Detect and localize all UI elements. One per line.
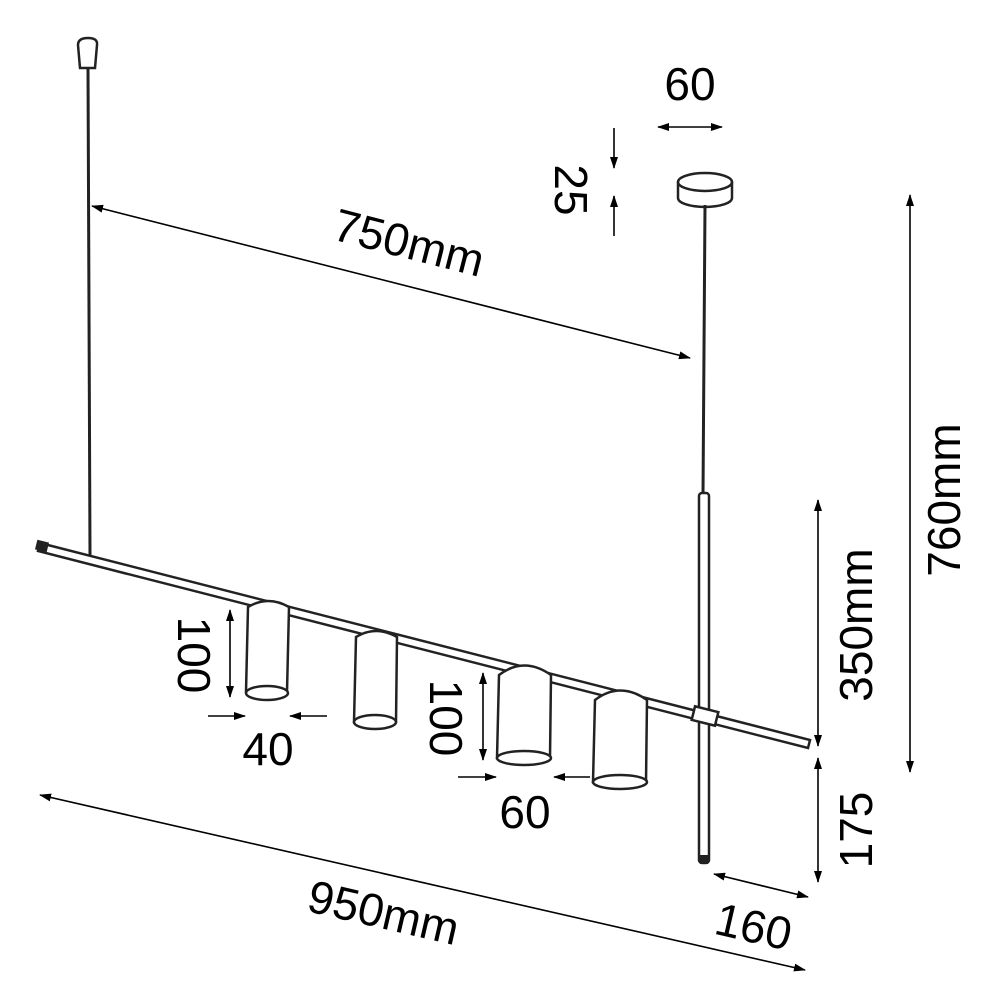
label-large-shade-height: 100 [420,680,472,757]
left-cable [86,67,92,556]
label-rod-height: 350mm [830,548,882,701]
label-large-shade-diameter: 60 [499,786,550,838]
label-bar-length: 950mm [303,870,464,955]
label-rod-below-bar: 175 [830,792,882,869]
label-total-height: 760mm [918,423,970,576]
right-canopy [676,171,734,209]
label-small-shade-diameter: 40 [242,723,293,775]
shade-small-2 [352,629,399,731]
dim-line-750 [91,204,691,360]
shade-small-1 [244,599,291,702]
label-cable-spacing: 750mm [328,198,489,286]
label-canopy-diameter: 60 [664,58,715,110]
label-rod-offset: 160 [710,892,796,960]
label-canopy-height: 25 [545,164,597,215]
right-cable [701,204,707,496]
shade-large-1 [495,664,553,767]
left-canopy [76,36,99,70]
vertical-rod [697,491,711,865]
label-small-shade-height: 100 [168,617,220,694]
dim-line-950 [39,793,806,972]
shade-large-2 [591,689,649,791]
